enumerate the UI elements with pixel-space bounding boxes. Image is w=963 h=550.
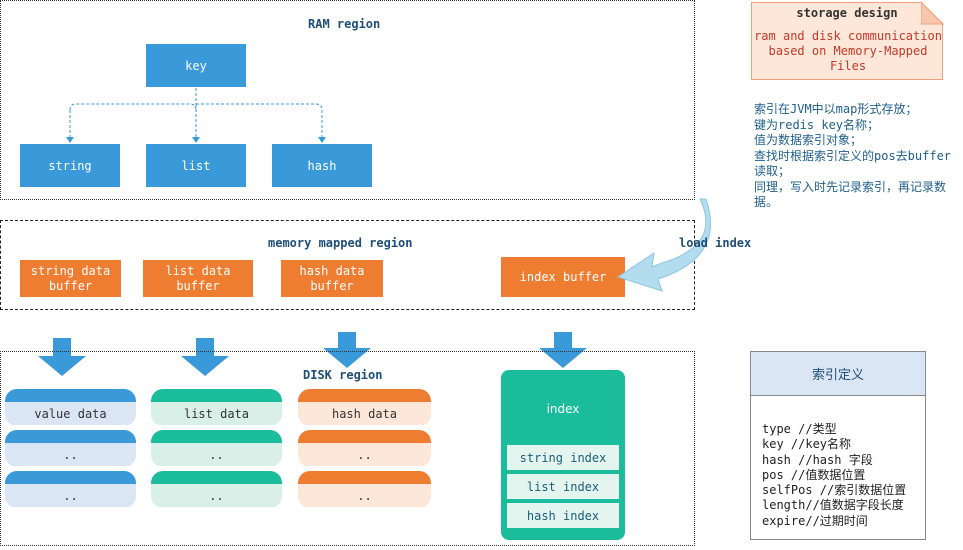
down-arrow-icon [181, 338, 229, 376]
string-index-item: string index [507, 445, 619, 470]
list-data-buffer: list data buffer [143, 260, 253, 297]
ram-key-node: key [146, 44, 246, 87]
hash-data-block: .. [298, 430, 431, 467]
field-line: key //key名称 [762, 437, 852, 452]
list-data-block: .. [151, 471, 282, 508]
value-data-block: .. [5, 471, 136, 508]
hash-data-label: hash data [298, 402, 431, 425]
ram-list-node: list [146, 144, 246, 187]
ellipsis-label: .. [298, 484, 431, 507]
field-line: pos //值数据位置 [762, 467, 866, 482]
field-line: type //类型 [762, 422, 837, 436]
mmap-region-title: memory mapped region [268, 236, 413, 250]
index-explanation: 索引在JVM中以map形式存放； 键为redis key名称； 值为数据索引对象… [754, 102, 952, 209]
ram-string-node: string [20, 144, 120, 187]
value-data-block: .. [5, 430, 136, 467]
ellipsis-label: .. [298, 443, 431, 466]
value-data-block: value data [5, 389, 136, 426]
field-line: length//值数据字段长度 [762, 498, 904, 513]
list-data-label: list data [151, 402, 282, 425]
disk-region [0, 351, 695, 546]
ram-region [0, 0, 695, 200]
index-buffer: index buffer [501, 257, 625, 297]
mmap-region [0, 220, 695, 310]
ellipsis-label: .. [5, 443, 136, 466]
ellipsis-label: .. [151, 443, 282, 466]
ellipsis-label: .. [151, 484, 282, 507]
list-data-block: list data [151, 389, 282, 426]
ellipsis-label: .. [5, 484, 136, 507]
field-line: selfPos //索引数据位置 [762, 483, 907, 498]
ram-region-title: RAM region [308, 17, 381, 31]
field-line: expire//过期时间 [762, 513, 868, 528]
index-definition-title: 索引定义 [751, 352, 925, 396]
index-definition-box: 索引定义 type //类型 key //key名称 hash //hash 字… [750, 351, 926, 540]
hash-data-block: .. [298, 471, 431, 508]
storage-design-text: ram and disk communication based on Memo… [754, 29, 942, 73]
list-index-item: list index [507, 474, 619, 499]
hash-index-item: hash index [507, 503, 619, 528]
ram-tree-connectors [66, 88, 326, 143]
load-index-label: load index [679, 236, 752, 250]
index-panel-title: index [546, 402, 580, 416]
index-definition-fields: type //类型 key //key名称 hash //hash 字段 pos… [751, 396, 925, 529]
down-arrows [38, 332, 587, 376]
field-line: hash //hash 字段 [762, 452, 873, 467]
down-arrow-icon [539, 332, 587, 368]
down-arrow-icon [38, 338, 86, 376]
storage-design-note [751, 2, 943, 80]
down-arrow-icon [323, 332, 371, 368]
list-data-block: .. [151, 430, 282, 467]
hash-data-buffer: hash data buffer [281, 260, 383, 297]
string-data-buffer: string data buffer [20, 260, 121, 297]
disk-region-title: DISK region [303, 368, 383, 382]
value-data-label: value data [5, 402, 136, 425]
ram-hash-node: hash [272, 144, 372, 187]
storage-design-title: storage design [796, 6, 898, 20]
load-index-arrow [616, 198, 711, 292]
folded-corner-icon [921, 2, 944, 25]
hash-data-block: hash data [298, 389, 431, 426]
